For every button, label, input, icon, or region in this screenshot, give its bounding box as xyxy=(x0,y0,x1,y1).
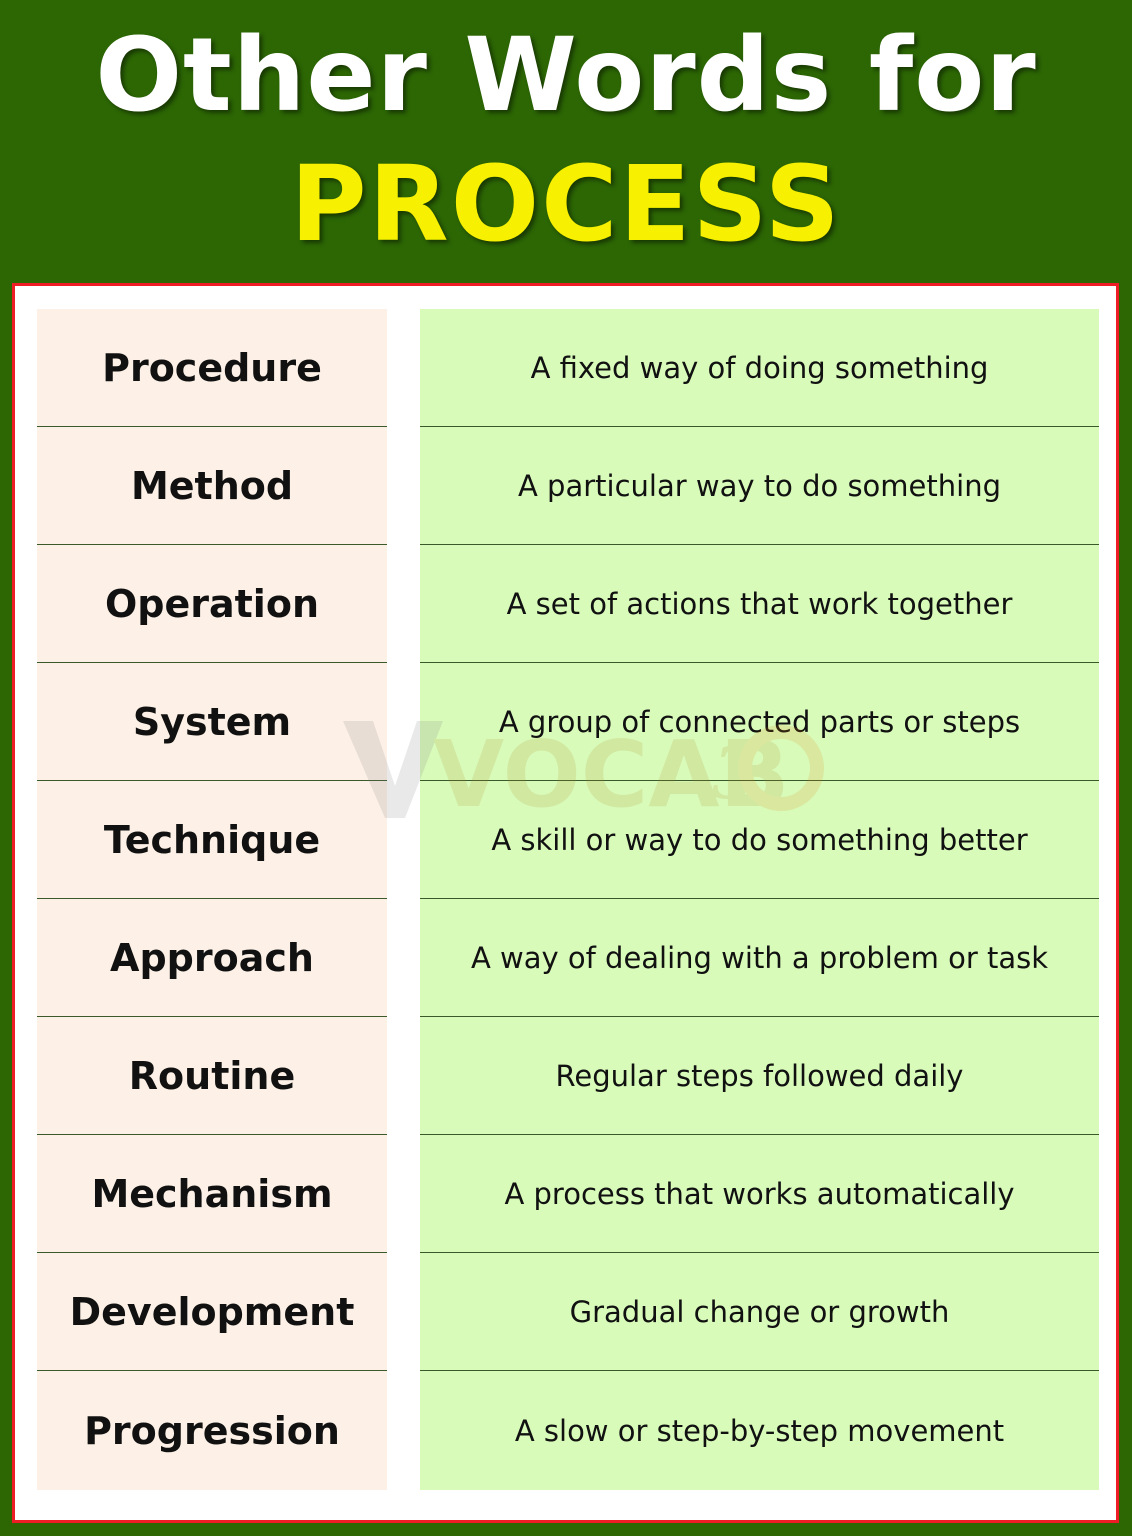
synonym-table-panel: Procedure Method Operation System Techni… xyxy=(12,283,1119,1523)
definition-row: A skill or way to do something better xyxy=(420,781,1099,899)
definition-text: A skill or way to do something better xyxy=(491,822,1028,857)
word-row: Technique xyxy=(37,781,387,899)
word-row: Method xyxy=(37,427,387,545)
definition-text: A particular way to do something xyxy=(518,468,1001,503)
word-row: Development xyxy=(37,1253,387,1371)
word-row: Routine xyxy=(37,1017,387,1135)
definition-text: A slow or step-by-step movement xyxy=(514,1413,1005,1448)
word-label: Approach xyxy=(110,935,314,980)
definition-text: Gradual change or growth xyxy=(569,1294,950,1329)
definition-text: A group of connected parts or steps xyxy=(498,704,1021,739)
definition-row: A slow or step-by-step movement xyxy=(420,1371,1099,1490)
definition-text: A process that works automatically xyxy=(504,1176,1015,1211)
word-row: Procedure xyxy=(37,309,387,427)
definition-text: A fixed way of doing something xyxy=(530,350,989,385)
word-label: Progression xyxy=(84,1408,340,1453)
definition-text: Regular steps followed daily xyxy=(555,1058,964,1093)
word-row: Operation xyxy=(37,545,387,663)
title-line-2: PROCESS xyxy=(290,143,842,265)
word-row: Mechanism xyxy=(37,1135,387,1253)
header: Other Words for PROCESS xyxy=(0,0,1132,282)
definition-column: A fixed way of doing something A particu… xyxy=(420,309,1099,1490)
definition-text: A way of dealing with a problem or task xyxy=(470,940,1049,975)
definition-row: A group of connected parts or steps xyxy=(420,663,1099,781)
definition-row: A way of dealing with a problem or task xyxy=(420,899,1099,1017)
word-label: System xyxy=(132,699,292,744)
word-row: System xyxy=(37,663,387,781)
definition-row: Regular steps followed daily xyxy=(420,1017,1099,1135)
word-label: Mechanism xyxy=(91,1171,333,1216)
word-label: Procedure xyxy=(102,345,322,390)
word-label: Operation xyxy=(104,581,319,626)
word-label: Method xyxy=(130,463,294,508)
definition-row: A fixed way of doing something xyxy=(420,309,1099,427)
word-label: Development xyxy=(69,1289,355,1334)
definition-row: Gradual change or growth xyxy=(420,1253,1099,1371)
definition-text: A set of actions that work together xyxy=(506,586,1013,621)
word-column: Procedure Method Operation System Techni… xyxy=(37,309,387,1490)
word-row: Progression xyxy=(37,1371,387,1490)
word-row: Approach xyxy=(37,899,387,1017)
word-label: Routine xyxy=(128,1053,296,1098)
word-label: Technique xyxy=(103,817,321,862)
definition-row: A particular way to do something xyxy=(420,427,1099,545)
definition-row: A process that works automatically xyxy=(420,1135,1099,1253)
title-line-1: Other Words for xyxy=(95,16,1037,135)
definition-row: A set of actions that work together xyxy=(420,545,1099,663)
